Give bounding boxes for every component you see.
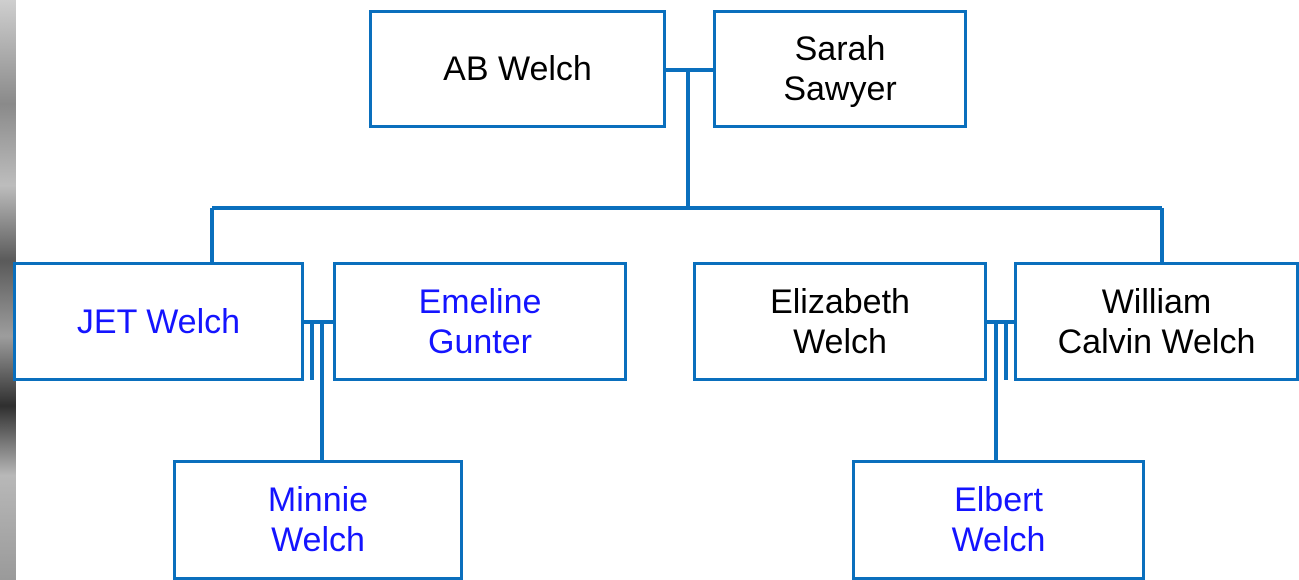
- person-name: Minnie Welch: [267, 481, 369, 559]
- person-box-jet-welch[interactable]: JET Welch: [13, 262, 304, 381]
- person-box-elbert-welch[interactable]: Elbert Welch: [852, 460, 1145, 580]
- person-name: AB Welch: [443, 50, 592, 88]
- person-name: Sarah Sawyer: [783, 30, 897, 108]
- person-box-emeline-gunter[interactable]: Emeline Gunter: [333, 262, 627, 381]
- person-box-william-calvin-welch: William Calvin Welch: [1014, 262, 1299, 381]
- person-name: William Calvin Welch: [1057, 282, 1256, 361]
- person-name: JET Welch: [76, 302, 241, 341]
- person-name: Elizabeth Welch: [770, 282, 910, 361]
- person-name: Elbert Welch: [951, 481, 1046, 559]
- person-box-sarah-sawyer: Sarah Sawyer: [713, 10, 967, 128]
- person-box-ab-welch: AB Welch: [369, 10, 666, 128]
- person-name: Emeline Gunter: [418, 282, 542, 361]
- background-photo-edge: [0, 0, 16, 580]
- person-box-elizabeth-welch: Elizabeth Welch: [693, 262, 987, 381]
- person-box-minnie-welch[interactable]: Minnie Welch: [173, 460, 463, 580]
